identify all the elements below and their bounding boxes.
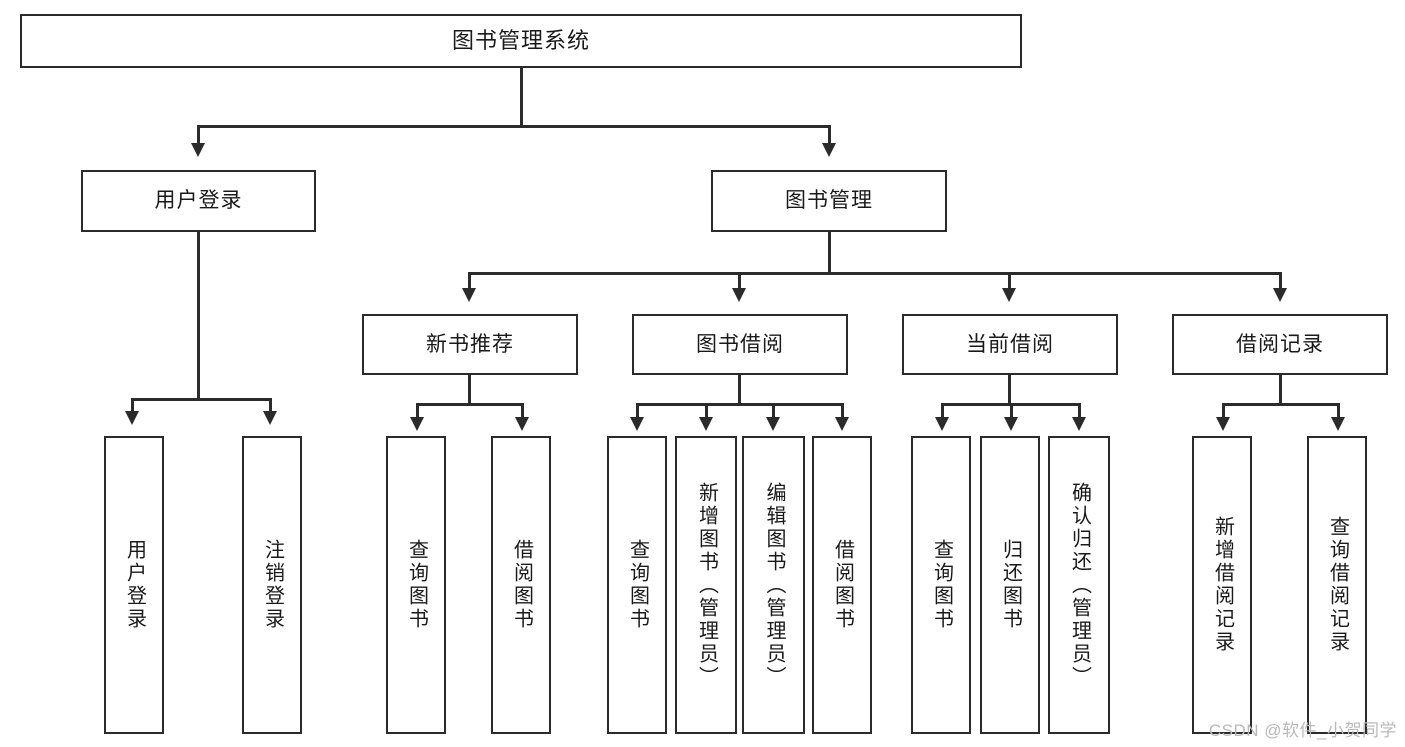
edge-book-management-down	[828, 232, 831, 272]
arrow-borrow-record-leaf1	[1216, 417, 1230, 431]
leaf-query-book-1-label: 查询图书	[405, 539, 428, 631]
leaf-add-borrow-record-label: 新增借阅记录	[1211, 516, 1234, 654]
leaf-query-book-3-label: 查询图书	[930, 539, 953, 631]
leaf-query-borrow-record-label: 查询借阅记录	[1326, 516, 1349, 654]
edge-book-management-bus	[468, 272, 1282, 275]
node-new-book-recommend-label: 新书推荐	[426, 332, 514, 356]
arrow-book-borrow-leaf2	[699, 417, 713, 431]
edge-current-borrow-leaf3	[1078, 403, 1081, 419]
edge-root-to-user-login	[197, 125, 200, 145]
edge-current-borrow-down	[1008, 375, 1011, 403]
leaf-user-login[interactable]: 用户登录	[104, 436, 164, 734]
arrow-bm-to-book-borrow	[732, 288, 746, 302]
node-new-book-recommend[interactable]: 新书推荐	[362, 314, 578, 375]
edge-new-book-down	[468, 375, 471, 403]
edge-book-borrow-leaf1	[636, 403, 639, 419]
leaf-add-book-admin-label: 新增图书（管理员）	[695, 481, 718, 689]
arrow-bm-to-current-borrow	[1002, 288, 1016, 302]
node-book-borrow[interactable]: 图书借阅	[632, 314, 848, 375]
node-root-title[interactable]: 图书管理系统	[20, 14, 1022, 68]
edge-user-login-leaf1	[131, 398, 134, 413]
node-book-borrow-label: 图书借阅	[696, 332, 784, 356]
edge-borrow-record-leaf1	[1222, 403, 1225, 419]
leaf-borrow-book-1[interactable]: 借阅图书	[491, 436, 551, 734]
node-root-label: 图书管理系统	[451, 27, 590, 53]
leaf-borrow-book-1-label: 借阅图书	[510, 539, 533, 631]
arrow-book-borrow-leaf3	[766, 417, 780, 431]
arrow-new-book-leaf2	[515, 417, 529, 431]
node-book-management-label: 图书管理	[785, 189, 873, 213]
edge-bm-to-book-borrow	[738, 272, 741, 290]
leaf-logout-login-label: 注销登录	[261, 539, 284, 631]
edge-new-book-leaf1	[416, 403, 419, 419]
leaf-query-borrow-record[interactable]: 查询借阅记录	[1307, 436, 1367, 734]
edge-user-login-down	[197, 232, 200, 398]
edge-book-borrow-leaf4	[841, 403, 844, 419]
edge-bm-to-borrow-record	[1279, 272, 1282, 290]
node-borrow-record[interactable]: 借阅记录	[1172, 314, 1388, 375]
leaf-query-book-2-label: 查询图书	[626, 539, 649, 631]
leaf-borrow-book-2-label: 借阅图书	[831, 539, 854, 631]
leaf-borrow-book-2[interactable]: 借阅图书	[812, 436, 872, 734]
edge-book-borrow-bus	[636, 403, 844, 406]
arrow-book-borrow-leaf4	[835, 417, 849, 431]
csdn-watermark: CSDN @软件_小贺同学	[1208, 721, 1397, 740]
leaf-confirm-return-admin[interactable]: 确认归还（管理员）	[1048, 436, 1110, 734]
node-user-login[interactable]: 用户登录	[81, 170, 316, 232]
leaf-query-book-1[interactable]: 查询图书	[386, 436, 446, 734]
edge-book-borrow-leaf3	[772, 403, 775, 419]
arrow-current-borrow-leaf2	[1004, 417, 1018, 431]
edge-bm-to-current-borrow	[1008, 272, 1011, 290]
edge-user-login-bus	[131, 398, 271, 401]
node-book-management[interactable]: 图书管理	[711, 170, 947, 232]
arrow-book-borrow-leaf1	[630, 417, 644, 431]
leaf-edit-book-admin[interactable]: 编辑图书（管理员）	[742, 436, 805, 734]
arrow-current-borrow-leaf3	[1072, 417, 1086, 431]
node-current-borrow[interactable]: 当前借阅	[902, 314, 1118, 375]
edge-current-borrow-leaf1	[941, 403, 944, 419]
leaf-edit-book-admin-label: 编辑图书（管理员）	[763, 481, 785, 689]
edge-user-login-leaf2	[269, 398, 272, 413]
edge-borrow-record-leaf2	[1337, 403, 1340, 419]
arrow-user-login-leaf2	[263, 411, 277, 425]
edge-bm-to-new-book	[468, 272, 471, 290]
leaf-user-login-label: 用户登录	[123, 539, 146, 631]
edge-new-book-bus	[416, 403, 524, 406]
arrow-user-login-leaf1	[125, 411, 139, 425]
edge-book-borrow-down	[738, 375, 741, 403]
leaf-return-book[interactable]: 归还图书	[980, 436, 1040, 734]
edge-book-borrow-leaf2	[705, 403, 708, 419]
leaf-logout-login[interactable]: 注销登录	[242, 436, 302, 734]
arrow-bm-to-borrow-record	[1273, 288, 1287, 302]
leaf-confirm-return-admin-label: 确认归还（管理员）	[1068, 481, 1091, 689]
leaf-return-book-label: 归还图书	[999, 539, 1022, 631]
edge-borrow-record-down	[1279, 375, 1282, 403]
edge-new-book-leaf2	[521, 403, 524, 419]
arrow-bm-to-new-book	[462, 288, 476, 302]
leaf-add-borrow-record[interactable]: 新增借阅记录	[1192, 436, 1252, 734]
edge-root-bus	[197, 125, 831, 128]
leaf-query-book-3[interactable]: 查询图书	[911, 436, 971, 734]
edge-current-borrow-leaf2	[1010, 403, 1013, 419]
arrow-borrow-record-leaf2	[1331, 417, 1345, 431]
node-user-login-label: 用户登录	[154, 189, 243, 213]
leaf-query-book-2[interactable]: 查询图书	[607, 436, 667, 734]
arrow-root-to-user-login	[191, 143, 205, 157]
arrow-root-to-book-management	[822, 143, 836, 157]
node-current-borrow-label: 当前借阅	[966, 332, 1054, 356]
edge-borrow-record-bus	[1222, 403, 1340, 406]
edge-root-to-book-management	[828, 125, 831, 145]
leaf-add-book-admin[interactable]: 新增图书（管理员）	[675, 436, 737, 734]
arrow-new-book-leaf1	[410, 417, 424, 431]
arrow-current-borrow-leaf1	[935, 417, 949, 431]
node-borrow-record-label: 借阅记录	[1236, 332, 1324, 356]
edge-root-down	[520, 68, 523, 125]
